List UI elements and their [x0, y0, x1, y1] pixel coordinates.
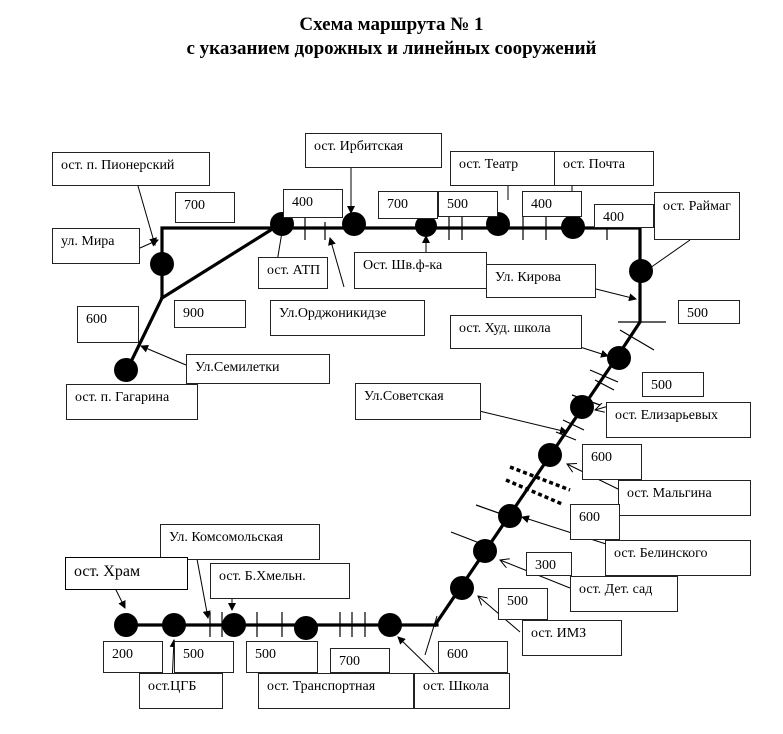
distance-900: 900: [174, 300, 246, 328]
label-street-ordzhonikidze: Ул.Орджоникидзе: [270, 300, 425, 336]
label-street-mira: ул. Мира: [52, 228, 140, 264]
stop-marker-imz[interactable]: [450, 576, 474, 600]
distance-400-atp: 400: [283, 189, 343, 218]
stop-marker-transportnaya[interactable]: [294, 616, 318, 640]
label-stop-hram: ост. Храм: [65, 557, 188, 590]
label-stop-elizaryevyh: ост. Елизарьевых: [606, 402, 751, 438]
distance-700-bottom: 700: [330, 648, 390, 673]
distance-700-top-left: 700: [175, 192, 235, 223]
label-stop-transportnaya: ост. Транспортная: [258, 673, 414, 709]
label-stop-gagarina: ост. п. Гагарина: [66, 384, 198, 420]
distance-500-elizar: 500: [642, 372, 704, 397]
distance-500-imz: 500: [498, 588, 548, 620]
distance-400-raimag: 400: [594, 204, 654, 228]
distance-200: 200: [103, 641, 163, 673]
distance-500-transp: 500: [246, 641, 318, 673]
distance-500-teatr: 500: [438, 191, 498, 217]
distance-600-left: 600: [77, 306, 139, 343]
stop-marker-gagarina[interactable]: [114, 358, 138, 382]
stop-marker-cgb[interactable]: [162, 613, 186, 637]
stop-marker-teatr[interactable]: [486, 212, 510, 236]
label-stop-shkola: ост. Школа: [414, 673, 510, 709]
label-stop-shvfka: Ост. Шв.ф-ка: [354, 252, 487, 289]
stop-marker-belinskogo[interactable]: [498, 504, 522, 528]
stop-marker-atp[interactable]: [270, 212, 294, 236]
distance-600-shkola: 600: [438, 641, 508, 673]
label-stop-irbitskaya: ост. Ирбитская: [305, 133, 442, 168]
distance-500-cgb: 500: [174, 641, 234, 673]
distance-500-kirova: 500: [678, 300, 740, 324]
railway-crossing: [505, 465, 571, 506]
stop-marker-shvfka[interactable]: [415, 215, 437, 237]
label-street-komsomolskaya: Ул. Комсомольская: [160, 524, 320, 560]
distance-400-pochta: 400: [522, 191, 582, 217]
stop-marker-shkola[interactable]: [378, 613, 402, 637]
distance-600-malgina: 600: [582, 444, 642, 480]
stop-marker-det-sad[interactable]: [473, 539, 497, 563]
stop-marker-irbitskaya[interactable]: [342, 212, 366, 236]
diagram-title: Схема маршрута № 1: [299, 14, 484, 35]
distance-300: 300: [526, 552, 572, 576]
label-stop-raimag: ост. Раймаг: [654, 192, 740, 240]
stop-marker-hud-shkola[interactable]: [607, 346, 631, 370]
stop-marker-raimag[interactable]: [629, 259, 653, 283]
distance-600-belinsk: 600: [570, 504, 620, 540]
stop-marker-malgina[interactable]: [538, 443, 562, 467]
label-street-sovetskaya: Ул.Советская: [355, 383, 481, 420]
label-stop-hud-shkola: ост. Худ. школа: [450, 315, 582, 349]
label-stop-det-sad: ост. Дет. сад: [570, 576, 678, 612]
label-stop-pochta: ост. Почта: [554, 151, 654, 186]
label-stop-pionersky: ост. п. Пионерский: [52, 152, 210, 186]
stop-marker-b-hmeln[interactable]: [222, 613, 246, 637]
label-stop-cgb: ост.ЦГБ: [139, 673, 223, 709]
label-stop-atp: ост. АТП: [258, 257, 328, 289]
label-stop-b-hmeln: ост. Б.Хмельн.: [210, 563, 350, 599]
label-stop-teatr: ост. Театр: [450, 151, 555, 186]
label-stop-imz: ост. ИМЗ: [522, 620, 622, 656]
label-stop-malgina: ост. Мальгина: [618, 480, 751, 516]
label-street-semiletki: Ул.Семилетки: [186, 354, 330, 384]
bus-stops: [114, 212, 653, 640]
stop-marker-elizaryevyh[interactable]: [570, 395, 594, 419]
label-street-kirova: Ул. Кирова: [486, 264, 596, 298]
distance-700-shvfka: 700: [378, 191, 438, 219]
stop-marker-pionersky[interactable]: [150, 252, 174, 276]
diagram-subtitle: с указанием дорожных и линейных сооружен…: [186, 38, 597, 59]
stop-marker-pochta[interactable]: [561, 215, 585, 239]
label-stop-belinskogo: ост. Белинского: [605, 540, 751, 576]
stop-marker-hram[interactable]: [114, 613, 138, 637]
